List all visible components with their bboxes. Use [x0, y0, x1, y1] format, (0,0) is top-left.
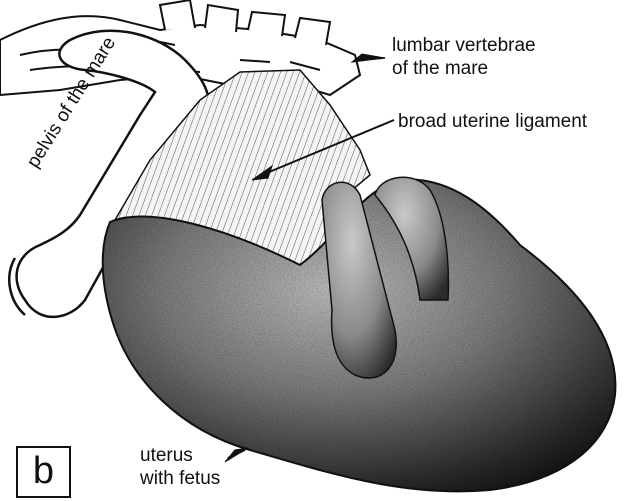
label-uterus-line2: with fetus: [140, 467, 220, 490]
label-uterus-line1: uterus: [140, 444, 220, 467]
label-lumbar-line1: lumbar vertebrae: [392, 34, 536, 57]
label-lumbar-vertebrae: lumbar vertebrae of the mare: [392, 34, 536, 80]
panel-letter: b: [16, 446, 71, 498]
label-broad-uterine-ligament: broad uterine ligament: [398, 110, 587, 133]
label-lumbar-line2: of the mare: [392, 57, 536, 80]
label-uterus-with-fetus: uterus with fetus: [140, 444, 220, 490]
